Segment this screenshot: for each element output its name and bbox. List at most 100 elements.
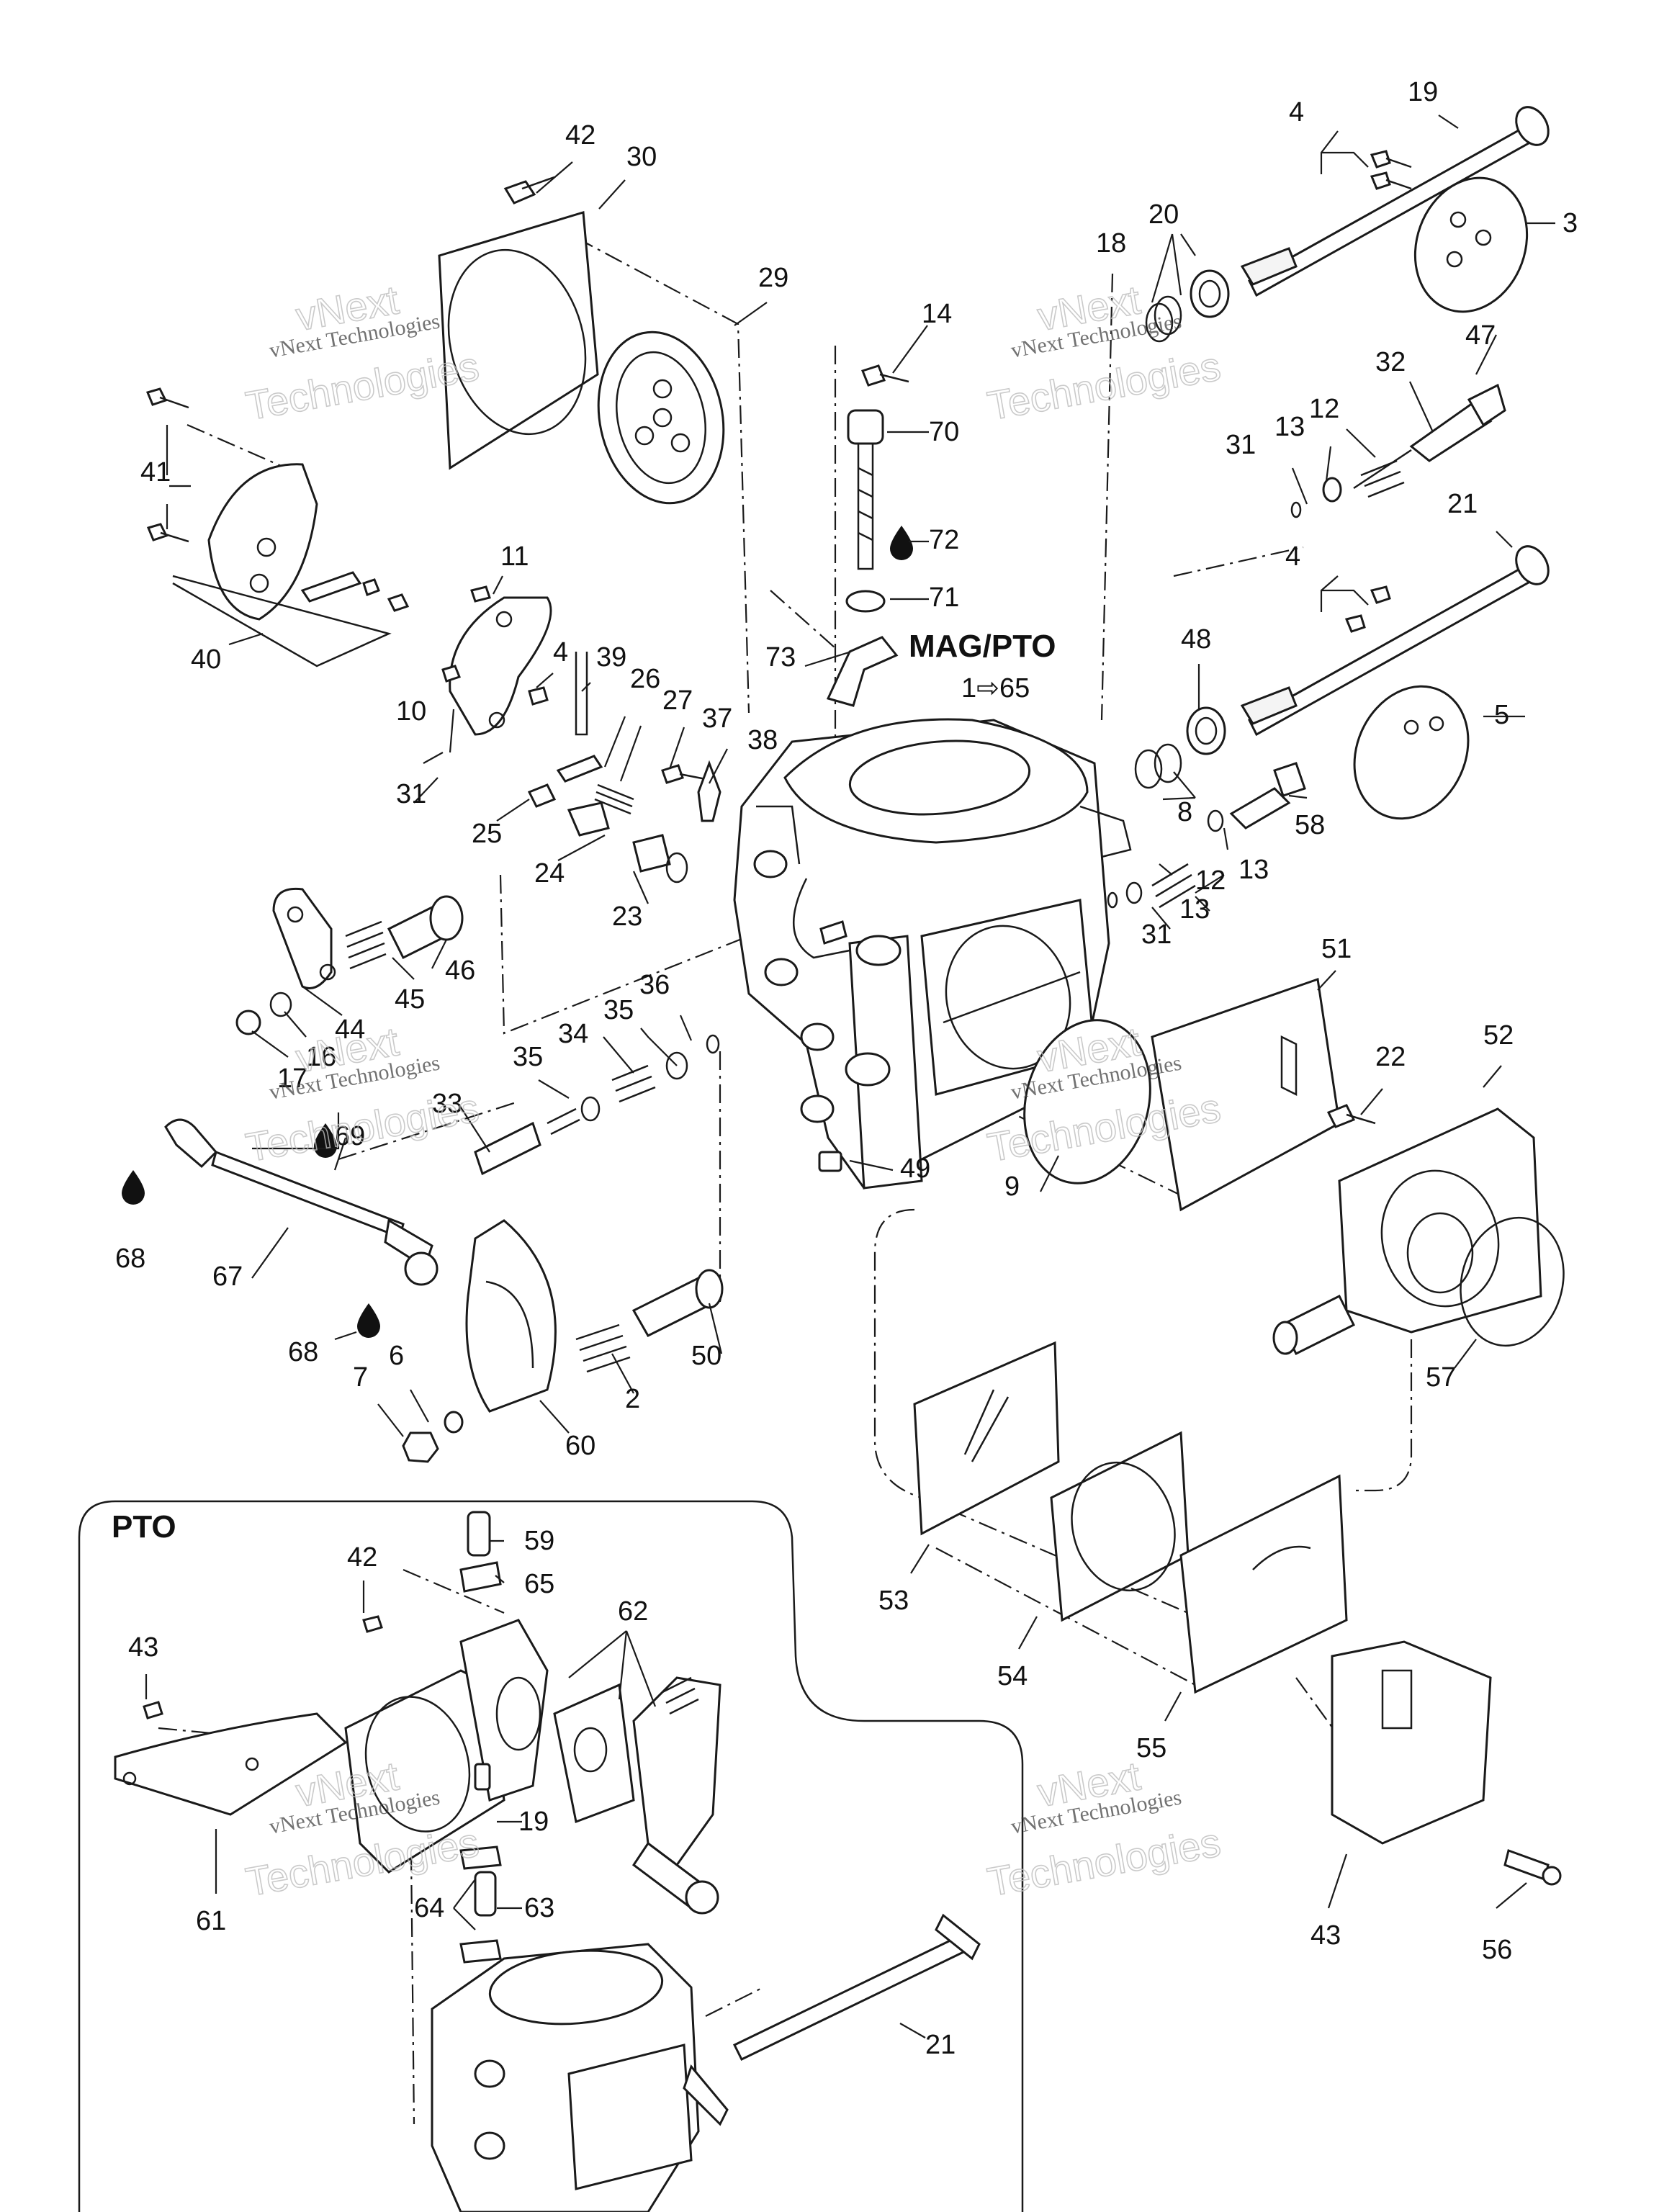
section-note-mag-pto: 1⇨65: [961, 673, 1030, 703]
callout-20: 20: [1148, 199, 1179, 230]
section-title-pto: PTO: [112, 1509, 176, 1545]
callout-71: 71: [929, 583, 959, 613]
callout-21-pto: 21: [925, 2030, 956, 2060]
callout-13-top: 13: [1274, 412, 1305, 442]
right-lower-parts: [913, 977, 1565, 1886]
callout-72: 72: [929, 525, 959, 555]
callout-43: 43: [128, 1632, 158, 1663]
callout-58: 57: [1426, 1362, 1456, 1393]
callout-70: 70: [929, 417, 959, 447]
callout-23: 23: [612, 902, 642, 932]
carburetor-body: [733, 718, 1132, 1190]
callout-25: 25: [472, 819, 502, 849]
callout-labels: 42 30 29 14 70 72 71 73 4 19 3 20 18 47 …: [115, 77, 1578, 2060]
section-title-mag-pto: MAG/PTO: [909, 629, 1056, 664]
callout-59: 58: [1295, 810, 1325, 840]
callout-51: 49: [900, 1154, 930, 1184]
callout-39: 39: [596, 642, 626, 673]
callout-65: 64: [414, 1893, 444, 1923]
callout-63: 62: [618, 1596, 648, 1627]
oil-drop-icon: [122, 1170, 145, 1205]
callout-4-left: 4: [553, 637, 568, 667]
callout-6: 6: [389, 1341, 404, 1371]
callout-17: 18: [1096, 228, 1126, 258]
callout-5: 5: [1494, 700, 1509, 730]
callout-53: 52: [1483, 1020, 1514, 1051]
callout-66: 65: [524, 1569, 554, 1599]
callout-34: 34: [558, 1019, 588, 1049]
callout-19: 19: [1408, 77, 1438, 107]
callout-68-left: 68: [115, 1244, 145, 1274]
callout-3: 3: [1563, 208, 1578, 238]
throttle-shaft-top: [1145, 106, 1550, 343]
callout-14: 14: [922, 299, 952, 329]
oil-drop-icon: [357, 1303, 380, 1338]
callout-45: 44: [335, 1015, 365, 1045]
callout-42-pto: 42: [347, 1542, 377, 1573]
callout-10: 10: [396, 696, 426, 727]
callout-46: 45: [395, 984, 425, 1015]
callout-27: 27: [662, 685, 693, 716]
callout-32: 32: [1375, 347, 1406, 377]
callout-47: 46: [445, 956, 475, 986]
callout-21-top: 21: [1447, 489, 1478, 519]
callout-7: 7: [353, 1362, 368, 1393]
oil-drop-icon: [890, 526, 913, 560]
callout-61: 60: [565, 1431, 595, 1461]
callout-38: 38: [747, 725, 778, 755]
callout-17-left: 17: [277, 1064, 307, 1094]
callout-48: 47: [1465, 320, 1496, 351]
callout-35-right: 35: [603, 995, 634, 1025]
callout-18: 19: [518, 1807, 549, 1837]
callout-33: 33: [432, 1089, 462, 1119]
callout-16: 16: [306, 1042, 336, 1072]
callout-44: 43: [1310, 1920, 1341, 1951]
callout-11: 11: [500, 541, 529, 572]
callout-12-mid: 12: [1195, 866, 1226, 896]
oil-drop-icons: [122, 526, 913, 1338]
callout-4-mid: 4: [1285, 541, 1300, 572]
callout-31-mid: 31: [1141, 920, 1172, 950]
callout-42: 42: [565, 120, 595, 150]
callout-50: 50: [691, 1341, 721, 1371]
center-fasteners: [826, 364, 909, 707]
callout-67: 67: [212, 1262, 243, 1292]
callout-4-top: 4: [1289, 97, 1304, 127]
callout-55: 54: [997, 1661, 1028, 1691]
callout-57: 56: [1482, 1935, 1512, 1965]
callout-49: 48: [1181, 624, 1211, 655]
callout-29: 30: [626, 142, 657, 172]
callout-13-mid: 13: [1179, 894, 1210, 925]
pto-inset-frame: [78, 1500, 1024, 2212]
callout-28: 29: [758, 263, 788, 293]
callout-9: 9: [1004, 1172, 1020, 1202]
pto-inset-parts: [114, 1511, 981, 2212]
callout-40: 40: [191, 644, 221, 675]
callout-12-top: 12: [1309, 394, 1339, 424]
callout-64: 63: [524, 1893, 554, 1923]
callout-35-left: 35: [513, 1042, 543, 1072]
callout-62: 61: [196, 1906, 226, 1936]
callout-26: 26: [630, 664, 660, 694]
leader-lines: [145, 114, 1555, 2038]
callout-8: 8: [1177, 797, 1192, 827]
watermarks: vNext vNext Technologies Technologies vN…: [242, 276, 1224, 1905]
callout-2: 2: [625, 1384, 640, 1414]
callout-52: 51: [1321, 934, 1352, 964]
callout-54: 53: [878, 1586, 909, 1616]
callout-13-right: 13: [1238, 855, 1269, 885]
callout-36: 36: [639, 970, 670, 1000]
callout-56: 55: [1136, 1733, 1166, 1763]
callout-30: 31: [396, 779, 426, 809]
left-mid-parts: [441, 585, 721, 884]
callout-69: 69: [335, 1121, 365, 1151]
top-cover-group: [145, 176, 725, 667]
callout-22: 22: [1375, 1042, 1406, 1072]
throttle-shaft-lower: [1107, 383, 1550, 909]
callout-31-top: 31: [1226, 430, 1256, 460]
callout-73: 73: [765, 642, 796, 673]
callout-41: 41: [140, 457, 171, 487]
callout-37: 37: [702, 703, 732, 734]
callout-68-mid: 68: [288, 1337, 318, 1367]
